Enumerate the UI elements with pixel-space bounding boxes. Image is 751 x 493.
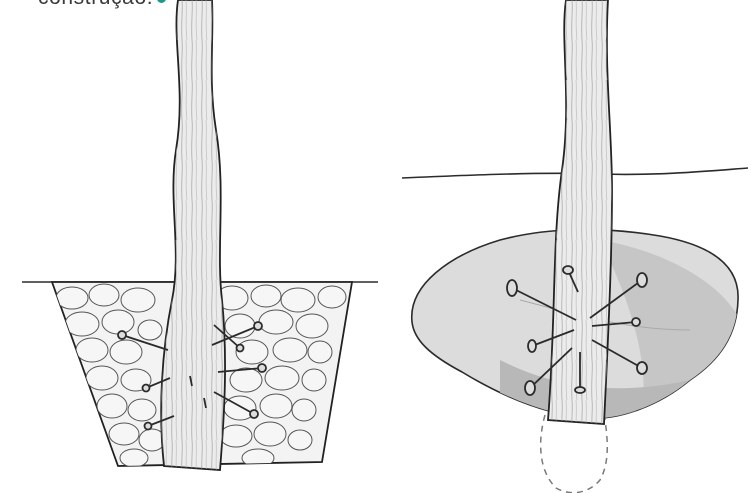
figure-left: [22, 0, 378, 470]
figure-right: [402, 0, 748, 493]
post-left-grain: [161, 0, 225, 470]
post-buried-end: [541, 414, 608, 493]
